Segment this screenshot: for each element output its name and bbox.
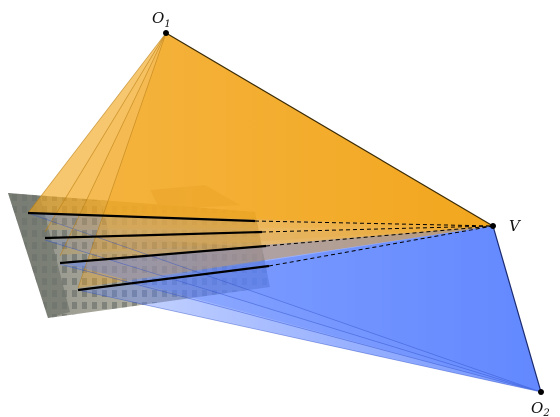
point-o2 xyxy=(538,389,544,395)
edge-v-o2 xyxy=(492,225,542,393)
point-v xyxy=(490,223,496,229)
o1-edges xyxy=(27,32,167,289)
o2-main-plane xyxy=(78,226,541,392)
label-o1: O1 xyxy=(152,9,171,30)
o2-edges xyxy=(27,212,542,393)
image-lines xyxy=(27,211,494,292)
label-o2: O2 xyxy=(531,399,550,417)
o1-upper-plane xyxy=(28,33,493,226)
label-v: V xyxy=(509,217,522,235)
o2-lower-plane xyxy=(60,226,541,392)
point-o1 xyxy=(163,30,169,36)
edge-o1-v xyxy=(165,32,494,227)
